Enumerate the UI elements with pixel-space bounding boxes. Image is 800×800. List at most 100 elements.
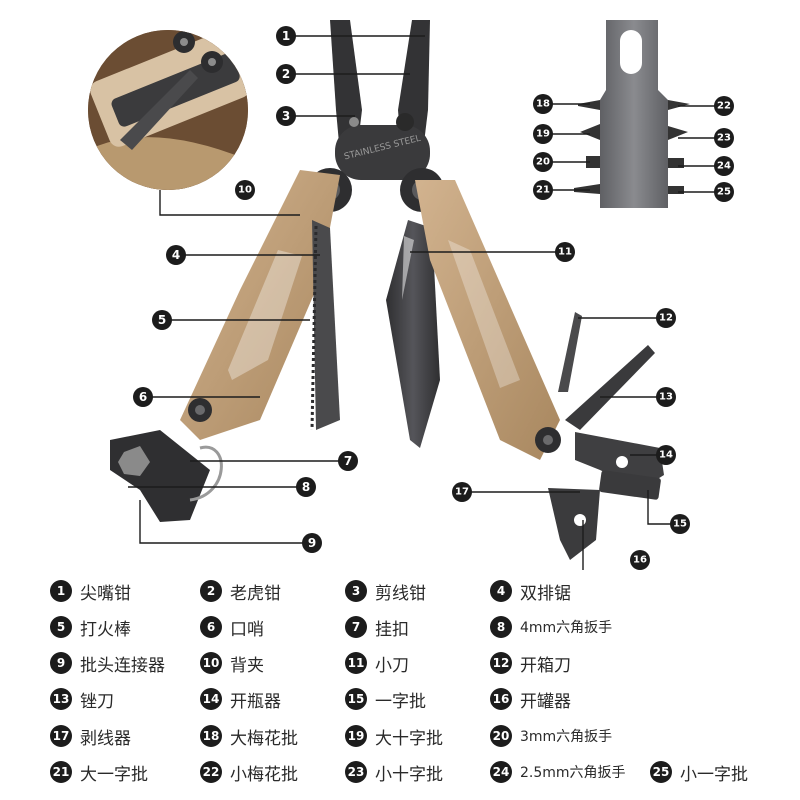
fold-out-tools	[548, 312, 664, 560]
legend-number: 10	[200, 652, 222, 674]
legend-item-8: 8 4mm六角扳手	[490, 613, 612, 641]
legend-item-9: 9 批头连接器	[50, 649, 165, 677]
legend-item-15: 15 一字批	[345, 685, 426, 713]
callout-number: 2	[282, 67, 290, 81]
legend-item-24: 24 2.5mm六角扳手	[490, 758, 626, 786]
legend-label: 一字批	[375, 691, 426, 712]
legend-label: 批头连接器	[80, 655, 165, 676]
callout-1: 1	[276, 26, 296, 46]
legend-item-1: 1 尖嘴钳	[50, 577, 131, 605]
callout-number: 8	[302, 480, 310, 494]
legend-label: 开箱刀	[520, 655, 571, 676]
legend-item-16: 16 开罐器	[490, 685, 571, 713]
legend-number: 8	[490, 616, 512, 638]
callout-18: 18	[533, 94, 553, 114]
legend-number: 2	[200, 580, 222, 602]
legend-number: 19	[345, 725, 367, 747]
legend-label: 小刀	[375, 655, 409, 676]
legend-number: 3	[345, 580, 367, 602]
callout-number: 22	[717, 101, 731, 112]
legend-item-2: 2 老虎钳	[200, 577, 281, 605]
callout-22: 22	[714, 96, 734, 116]
legend-label: 老虎钳	[230, 583, 281, 604]
callout-number: 17	[455, 487, 469, 498]
callout-number: 13	[659, 392, 673, 403]
legend-number: 1	[50, 580, 72, 602]
callout-13: 13	[656, 387, 676, 407]
callout-11: 11	[555, 242, 575, 262]
legend-label: 大梅花批	[230, 728, 298, 749]
callout-number: 1	[282, 29, 290, 43]
callout-9: 9	[302, 533, 322, 553]
legend-number: 5	[50, 616, 72, 638]
legend-label: 挂扣	[375, 619, 409, 640]
legend-number: 16	[490, 688, 512, 710]
legend-label: 小梅花批	[230, 764, 298, 785]
callout-number: 4	[172, 248, 180, 262]
legend-number: 24	[490, 761, 512, 783]
callout-6: 6	[133, 387, 153, 407]
legend-item-18: 18 大梅花批	[200, 722, 298, 750]
legend-label: 锉刀	[80, 691, 114, 712]
legend-number: 14	[200, 688, 222, 710]
bit-holder	[574, 20, 690, 208]
callout-badges: 1234567891011121314151617181920212223242…	[133, 26, 734, 570]
callout-number: 11	[558, 247, 572, 258]
leader-lines	[128, 35, 724, 570]
right-handle	[415, 180, 561, 460]
legend-number: 13	[50, 688, 72, 710]
callout-12: 12	[656, 308, 676, 328]
callout-5: 5	[152, 310, 172, 330]
callout-number: 15	[673, 519, 687, 530]
callout-2: 2	[276, 64, 296, 84]
legend-label: 3mm六角扳手	[520, 729, 613, 745]
legend-label: 剪线钳	[375, 583, 426, 604]
legend-item-5: 5 打火棒	[50, 613, 131, 641]
legend-number: 25	[650, 761, 672, 783]
callout-number: 9	[308, 536, 316, 550]
legend-label: 开罐器	[520, 691, 571, 712]
legend-number: 11	[345, 652, 367, 674]
callout-number: 21	[536, 185, 550, 196]
legend-number: 15	[345, 688, 367, 710]
legend-item-11: 11 小刀	[345, 649, 409, 677]
legend-label: 口哨	[230, 619, 264, 640]
callout-16: 16	[630, 550, 650, 570]
legend-label: 剥线器	[80, 728, 131, 749]
legend-label: 小一字批	[680, 764, 748, 785]
callout-number: 24	[717, 161, 731, 172]
legend-number: 18	[200, 725, 222, 747]
legend-label: 打火棒	[80, 619, 131, 640]
callout-21: 21	[533, 180, 553, 200]
legend-item-21: 21 大一字批	[50, 758, 148, 786]
callout-4: 4	[166, 245, 186, 265]
back-clip-inset	[88, 30, 248, 190]
callout-number: 14	[659, 450, 673, 461]
callout-24: 24	[714, 156, 734, 176]
left-handle	[110, 170, 340, 522]
callout-number: 16	[633, 555, 647, 566]
callout-17: 17	[452, 482, 472, 502]
legend-number: 4	[490, 580, 512, 602]
callout-20: 20	[533, 152, 553, 172]
legend-label: 大一字批	[80, 764, 148, 785]
legend-number: 7	[345, 616, 367, 638]
callout-number: 3	[282, 109, 290, 123]
legend-item-6: 6 口哨	[200, 613, 264, 641]
legend-label: 尖嘴钳	[80, 583, 131, 604]
legend-number: 9	[50, 652, 72, 674]
callout-number: 23	[717, 133, 731, 144]
legend-label: 2.5mm六角扳手	[520, 765, 626, 781]
callout-number: 20	[536, 157, 550, 168]
legend-item-7: 7 挂扣	[345, 613, 409, 641]
legend-number: 21	[50, 761, 72, 783]
legend-label: 4mm六角扳手	[520, 620, 613, 636]
legend-number: 6	[200, 616, 222, 638]
